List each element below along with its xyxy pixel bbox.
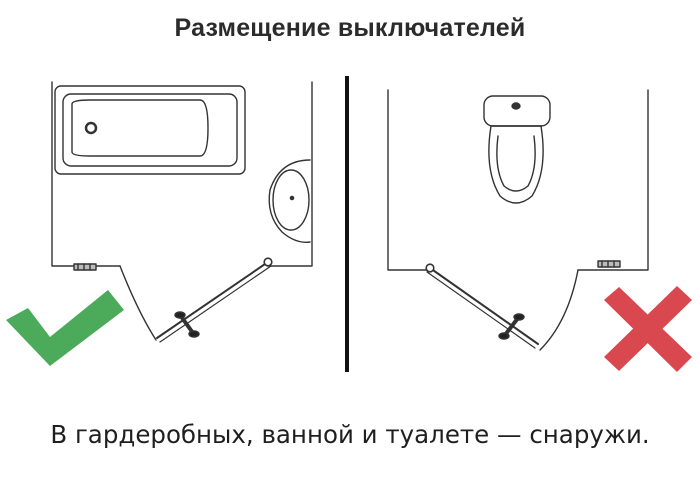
door-icon <box>156 257 273 343</box>
door-swing-arc <box>539 269 579 351</box>
check-icon <box>6 290 124 366</box>
cross-icon <box>604 286 692 372</box>
light-switch-icon <box>597 260 621 268</box>
light-switch-icon <box>73 263 97 271</box>
door-icon <box>425 263 539 349</box>
sink-icon <box>268 159 311 243</box>
panel-divider <box>345 76 349 372</box>
toilet-icon <box>483 95 551 204</box>
door-swing-arc <box>119 265 157 341</box>
diagram-title: Размещение выключателей <box>174 14 526 42</box>
bathtub-icon <box>54 85 246 175</box>
toilet-plan <box>387 89 649 351</box>
bathroom-walls <box>51 81 313 267</box>
bathroom-plan <box>51 81 313 343</box>
diagram-caption: В гардеробных, ванной и туалете — снаруж… <box>50 420 650 449</box>
toilet-walls <box>387 89 649 271</box>
